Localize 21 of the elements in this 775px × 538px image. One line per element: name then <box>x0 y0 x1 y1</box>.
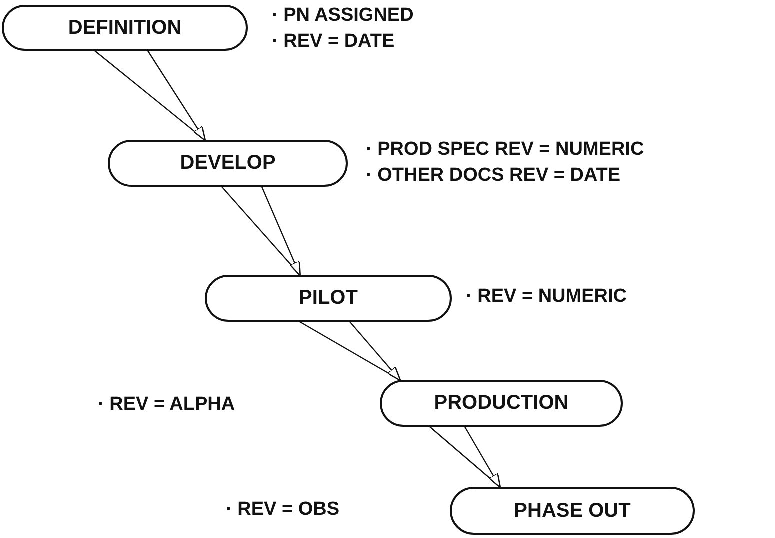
note-text: · OTHER DOCS REV = DATE <box>366 164 622 188</box>
box-label: PRODUCTION <box>434 392 569 415</box>
note-text: · REV = OBS <box>226 498 340 522</box>
note-text: · REV = NUMERIC <box>466 285 627 309</box>
note-text: · REV = DATE <box>272 30 396 54</box>
note-text: · REV = ALPHA <box>98 393 236 417</box>
arrow <box>299 321 402 382</box>
note-text: · PN ASSIGNED <box>272 4 414 28</box>
arrow <box>221 186 302 277</box>
arrow <box>94 50 206 142</box>
box-label: PILOT <box>299 287 358 310</box>
process-box <box>2 5 248 51</box>
box-label: PHASE OUT <box>514 500 631 522</box>
process-box <box>380 380 623 427</box>
note-text: · PROD SPEC REV = NUMERIC <box>366 138 644 162</box>
process-box <box>108 140 348 187</box>
process-box <box>450 487 695 535</box>
box-label: DEVELOP <box>180 152 276 175</box>
arrow <box>429 426 502 489</box>
box-label: DEFINITION <box>68 16 182 40</box>
process-box <box>205 275 452 322</box>
